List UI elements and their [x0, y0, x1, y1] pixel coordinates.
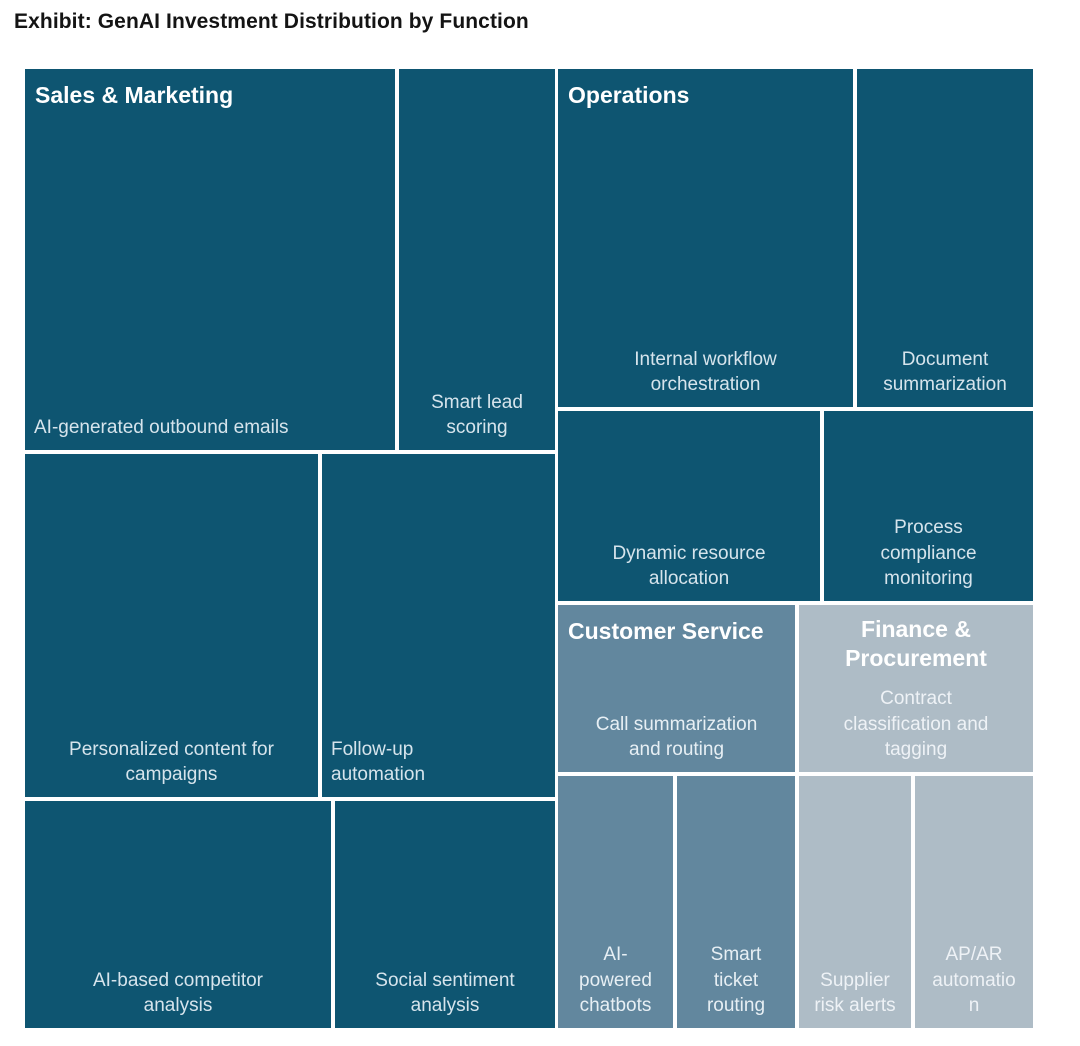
group-header-finance-procurement: Finance & Procurement — [845, 616, 987, 671]
group-header-sales-marketing: Sales & Marketing — [35, 82, 234, 108]
tile-label: Call summarization and routing — [595, 713, 758, 761]
tile-ai-based-competitor-analysis: AI-based competitor analysis — [25, 801, 331, 1028]
tile-document-summarization: Document summarization — [857, 69, 1033, 407]
tile-ai-powered-chatbots: AI-powered chatbots — [558, 776, 673, 1028]
tile-label: Smart lead scoring — [431, 391, 523, 439]
tile-label: AI-powered chatbots — [579, 944, 652, 1017]
tile-smart-lead-scoring: Smart lead scoring — [399, 69, 555, 450]
tile-label: Smart ticket routing — [706, 944, 766, 1017]
tile-process-compliance-monitoring: Process compliance monitoring — [824, 411, 1033, 601]
tile-personalized-content-for-campaigns: Personalized content for campaigns — [25, 454, 318, 797]
group-header-operations: Operations — [568, 82, 690, 108]
tile-follow-up-automation: Follow-up automation — [322, 454, 555, 797]
tile-label: Internal workflow orchestration — [634, 348, 777, 396]
tile-label: Follow-up automation — [331, 738, 426, 786]
group-header-customer-service: Customer Service — [568, 618, 764, 644]
chart-title: Exhibit: GenAI Investment Distribution b… — [14, 10, 529, 33]
tile-ai-generated-outbound-emails: Sales & Marketing AI-generated outbound … — [25, 69, 395, 450]
tile-label: AI-based competitor analysis — [92, 969, 264, 1017]
tile-label: Document summarization — [883, 348, 1007, 396]
tile-internal-workflow-orchestration: Operations Internal workflow orchestrati… — [558, 69, 853, 407]
tile-label: AP/AR automation — [932, 944, 1016, 1017]
tile-label: Dynamic resource allocation — [612, 542, 766, 590]
tile-call-summarization-and-routing: Customer Service Call summarization and … — [558, 605, 795, 772]
tile-label: Process compliance monitoring — [880, 517, 977, 590]
tile-label: Supplier risk alerts — [814, 969, 896, 1017]
tile-label: Personalized content for campaigns — [69, 738, 274, 786]
tile-contract-classification-and-tagging: Finance & Procurement Contract classific… — [799, 605, 1033, 772]
tile-label: Social sentiment analysis — [375, 969, 515, 1017]
tile-smart-ticket-routing: Smart ticket routing — [677, 776, 795, 1028]
tile-dynamic-resource-allocation: Dynamic resource allocation — [558, 411, 820, 601]
tile-social-sentiment-analysis: Social sentiment analysis — [335, 801, 555, 1028]
tile-label: AI-generated outbound emails — [34, 417, 289, 439]
tile-ap-ar-automation: AP/AR automation — [915, 776, 1033, 1028]
tile-supplier-risk-alerts: Supplier risk alerts — [799, 776, 911, 1028]
tile-label: Contract classification and tagging — [843, 688, 989, 761]
